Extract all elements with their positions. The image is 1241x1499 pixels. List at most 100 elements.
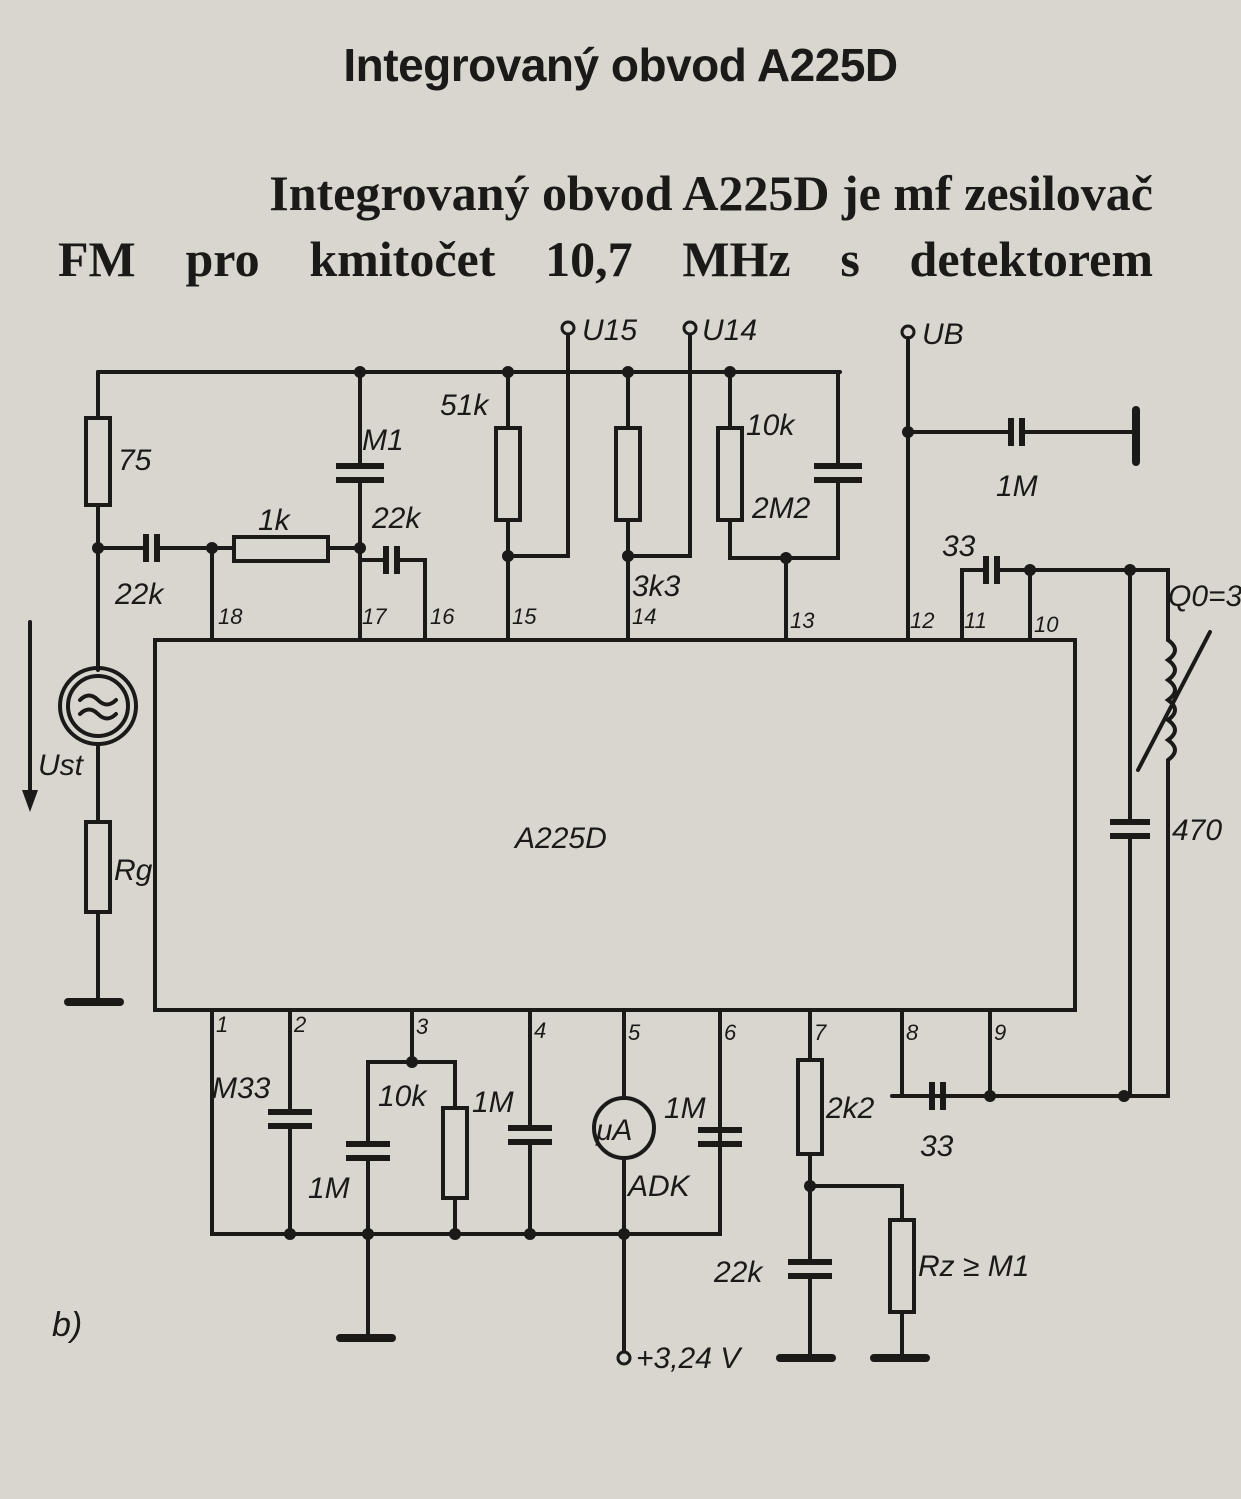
pin-13: 13 (790, 608, 815, 633)
label-1m-pin3: 1M (308, 1172, 350, 1205)
label-22k-input: 22k (114, 578, 165, 611)
capacitor-22k-input (143, 534, 160, 562)
pin-12: 12 (910, 608, 934, 633)
pin-2: 2 (293, 1012, 306, 1037)
junction (622, 550, 634, 562)
capacitor-22k-top (383, 546, 400, 574)
label-1k: 1k (258, 504, 292, 537)
junction (1024, 564, 1036, 576)
capacitor-2m2 (814, 463, 862, 483)
tuning-arrow-icon (1136, 630, 1212, 772)
label-adk: ADK (626, 1170, 692, 1203)
capacitor-33-bot (929, 1082, 946, 1110)
pin-10: 10 (1034, 612, 1059, 637)
intro-line-2: FM pro kmitočet 10,7 MHz s detektorem (58, 231, 1153, 287)
pin-3: 3 (416, 1014, 429, 1039)
ic-body (153, 638, 1077, 1012)
label-load: Rz ≥ M1 (918, 1250, 1029, 1283)
label-10k-top: 10k (746, 409, 796, 442)
resistor-2k2 (796, 1058, 824, 1156)
wire-33-top (960, 568, 1132, 642)
junction (902, 426, 914, 438)
label-u15: U15 (582, 314, 637, 347)
junction (354, 542, 366, 554)
capacitor-m1 (336, 463, 384, 483)
label-rg: Rg (114, 854, 153, 887)
label-coil-q: Q0=35 (1168, 580, 1241, 613)
resistor-75 (84, 416, 112, 507)
pin-7: 7 (814, 1020, 827, 1045)
label-2k2: 2k2 (825, 1092, 875, 1125)
pin-8: 8 (906, 1020, 919, 1045)
page-heading: Integrovaný obvod A225D (343, 39, 898, 91)
intro-paragraph: Integrovaný obvod A225D je mf zesilovač … (58, 160, 1153, 292)
ic-label: A225D (513, 822, 607, 855)
label-3k3: 3k3 (632, 570, 681, 603)
label-33-top: 33 (942, 530, 976, 563)
arrow-head-icon (22, 790, 38, 812)
junction (1118, 1090, 1130, 1102)
label-51k: 51k (440, 389, 490, 422)
junction (284, 1228, 296, 1240)
sine-wave-icon (78, 693, 118, 721)
pin-9: 9 (994, 1020, 1006, 1045)
pin-18: 18 (218, 604, 243, 629)
pin-1: 1 (216, 1012, 228, 1037)
inductor-icon (1164, 638, 1177, 772)
junction (780, 552, 792, 564)
junction (984, 1090, 996, 1102)
wire-pin7 (808, 1008, 904, 1356)
junction (618, 1228, 630, 1240)
wire-ub (906, 336, 1136, 642)
junction (449, 1228, 461, 1240)
wire-pin3 (366, 1008, 457, 1336)
pin-5: 5 (628, 1020, 641, 1045)
label-22k-bot: 22k (713, 1256, 764, 1289)
pin-6: 6 (724, 1020, 737, 1045)
label-u14: U14 (702, 314, 757, 347)
capacitor-1m-pin6 (698, 1127, 742, 1147)
label-75: 75 (118, 444, 152, 477)
intro-line-1: Integrovaný obvod A225D je mf zesilovač (269, 165, 1153, 221)
resistor-10k-top (716, 426, 744, 522)
resistor-3k3 (614, 426, 642, 522)
junction (524, 1228, 536, 1240)
resistor-51k (494, 426, 522, 522)
label-m33: M33 (212, 1072, 271, 1105)
terminal-supply (616, 1350, 632, 1366)
pin-16: 16 (430, 604, 455, 629)
label-33-bot: 33 (920, 1130, 954, 1163)
capacitor-1m-pin3 (346, 1141, 390, 1161)
meter-symbol: μA (595, 1114, 632, 1147)
label-1m-pin6: 1M (664, 1092, 706, 1125)
resistor-load (888, 1218, 916, 1314)
signal-generator-inner (66, 674, 130, 738)
figure-tag: b) (52, 1306, 82, 1344)
capacitor-22k-bot (788, 1259, 832, 1279)
pin-15: 15 (512, 604, 537, 629)
wire-3k3 (626, 332, 692, 642)
label-m1: M1 (362, 424, 404, 457)
capacitor-m33 (268, 1109, 312, 1129)
label-10k-bot: 10k (378, 1080, 428, 1113)
junction (502, 550, 514, 562)
resistor-10k-bot (441, 1106, 469, 1200)
wire-22k-top (358, 558, 427, 642)
pin-17: 17 (362, 604, 387, 629)
label-2m2: 2M2 (751, 492, 811, 525)
pin-11: 11 (964, 608, 987, 633)
label-ub: UB (922, 318, 964, 351)
capacitor-33-top (983, 556, 1000, 584)
pin-14: 14 (632, 604, 656, 629)
capacitor-1m-pin4 (508, 1125, 552, 1145)
microammeter-icon (592, 1096, 656, 1160)
pin-4: 4 (534, 1018, 546, 1043)
wire-tank (890, 568, 1170, 1098)
terminal-u15 (560, 320, 576, 336)
junction (406, 1056, 418, 1068)
resistor-1k (232, 535, 330, 563)
junction (804, 1180, 816, 1192)
label-1m-ub: 1M (996, 470, 1038, 503)
terminal-u14 (682, 320, 698, 336)
